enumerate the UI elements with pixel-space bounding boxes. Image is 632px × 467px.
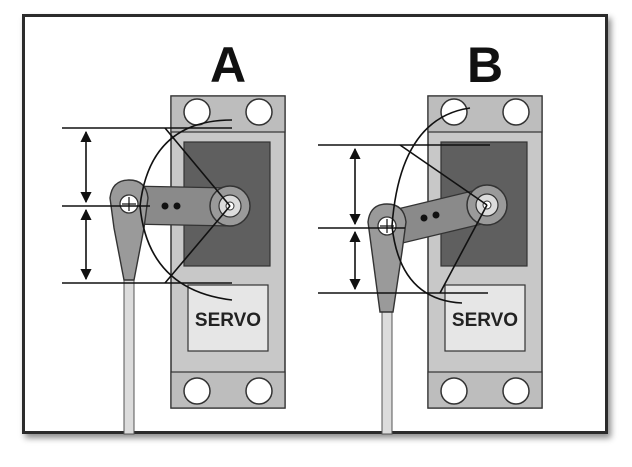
mount-hole-icon bbox=[502, 98, 530, 126]
panel-b: B SERVO bbox=[318, 37, 543, 435]
mount-hole-icon bbox=[245, 377, 273, 405]
servo-a-label: SERVO bbox=[195, 310, 261, 331]
travel-geometry-a bbox=[62, 119, 233, 301]
servo-a-label-panel bbox=[187, 284, 269, 352]
servo-a: SERVO bbox=[170, 95, 286, 409]
panel-b-label: B bbox=[467, 37, 503, 93]
mount-hole-icon bbox=[183, 98, 211, 126]
panel-a-label: A bbox=[210, 37, 246, 93]
arm-hole-icon bbox=[173, 202, 181, 210]
arm-hole-icon bbox=[161, 202, 169, 210]
arm-hole-icon bbox=[432, 211, 440, 219]
travel-geometry-b bbox=[318, 107, 490, 304]
clevis-a bbox=[109, 179, 149, 281]
panel-a: A SERVO bbox=[62, 37, 286, 435]
servo-b: SERVO bbox=[427, 95, 543, 409]
servo-b-label: SERVO bbox=[452, 310, 518, 331]
arm-hole-icon bbox=[420, 214, 428, 222]
mount-hole-icon bbox=[502, 377, 530, 405]
servo-b-label-panel bbox=[444, 284, 526, 352]
clevis-b bbox=[367, 203, 407, 313]
mount-hole-icon bbox=[183, 377, 211, 405]
mount-hole-icon bbox=[440, 377, 468, 405]
mount-hole-icon bbox=[245, 98, 273, 126]
